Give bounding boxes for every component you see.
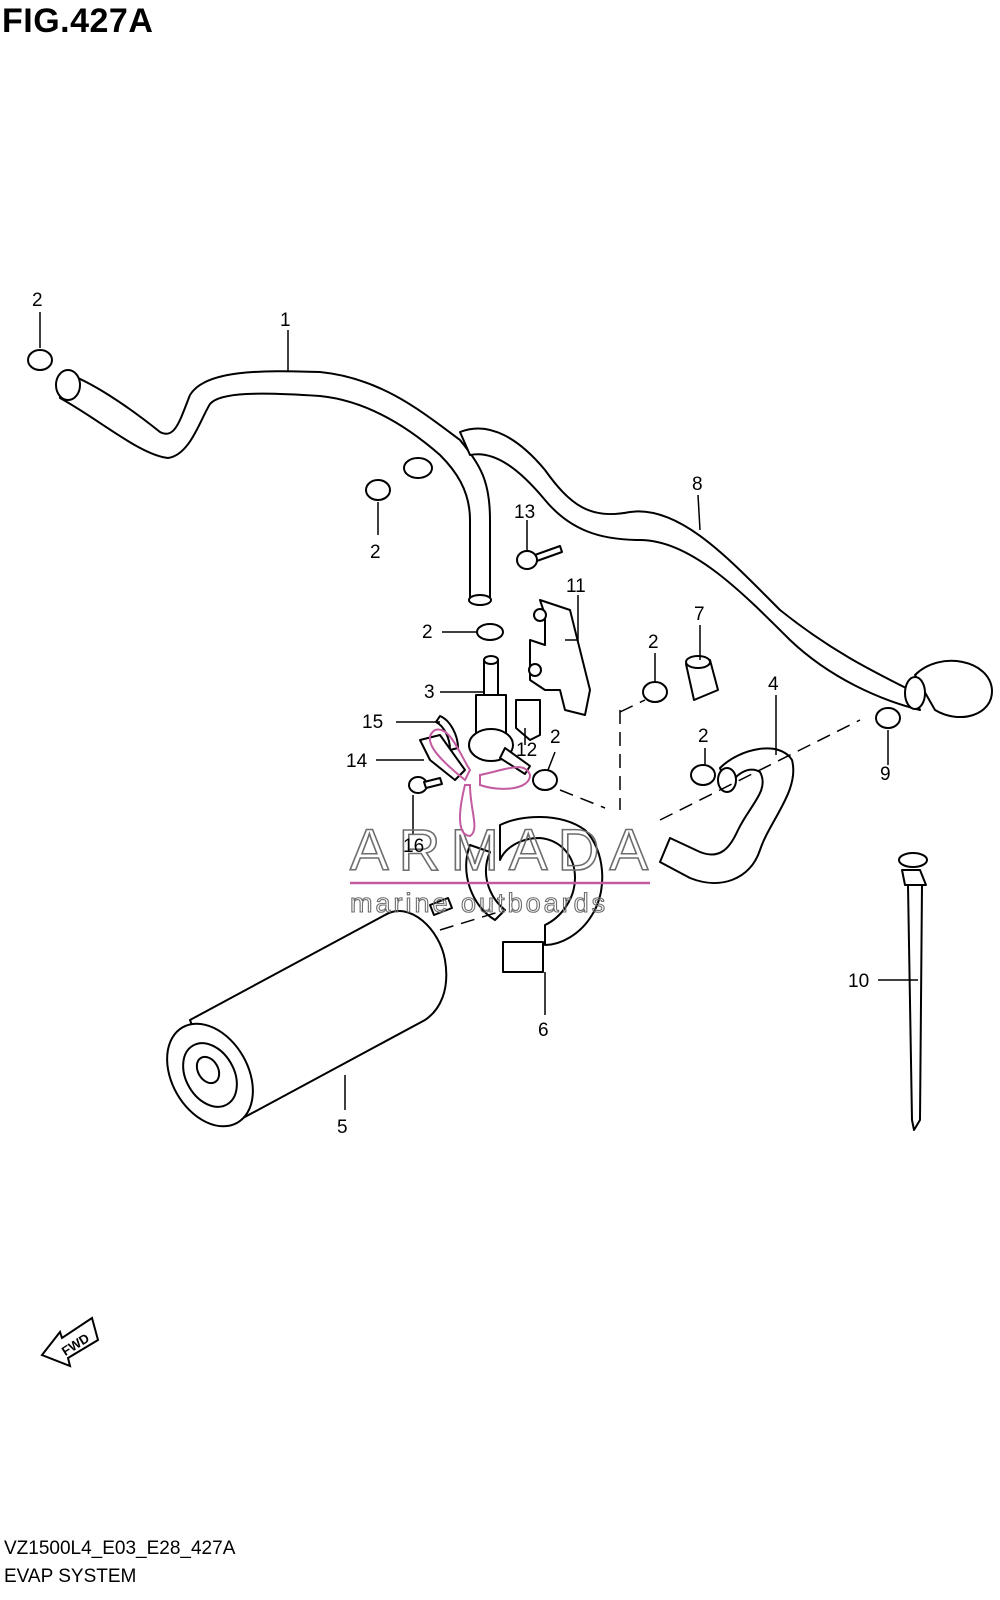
- callout-2: 2: [32, 290, 43, 311]
- callout-12: 12: [516, 740, 537, 761]
- callout-2: 2: [550, 727, 561, 748]
- system-name: EVAP SYSTEM: [4, 1566, 137, 1587]
- fwd-arrow-icon: FWD: [40, 1316, 100, 1368]
- part-8-hose: [459, 427, 994, 719]
- callout-16: 16: [403, 836, 424, 857]
- part-3-valve: [468, 655, 531, 775]
- callout-14: 14: [346, 751, 368, 772]
- callout-3: 3: [424, 682, 435, 703]
- part-16-screw: [408, 776, 443, 794]
- part-2-clamp: [27, 349, 901, 791]
- callout-8: 8: [692, 474, 703, 495]
- part-7-hose: [685, 655, 719, 701]
- callout-6: 6: [538, 1020, 549, 1041]
- watermark-tagline: marine outboards: [350, 888, 608, 918]
- part-10-tie: [898, 852, 928, 1131]
- callout-10: 10: [848, 971, 869, 992]
- hose-ring: [403, 457, 433, 479]
- diagram-code: VZ1500L4_E03_E28_427A: [4, 1538, 236, 1559]
- part-5-canister: [166, 897, 453, 1128]
- part-13-bolt: [516, 545, 563, 570]
- callout-9: 9: [880, 764, 891, 785]
- callout-11: 11: [566, 576, 586, 597]
- part-12-clip: [515, 699, 541, 741]
- propeller-logo-icon: [428, 728, 532, 838]
- callout-5: 5: [337, 1117, 348, 1138]
- callout-2: 2: [422, 622, 433, 643]
- callout-1: 1: [280, 310, 291, 331]
- callout-2: 2: [648, 632, 659, 653]
- part-4-hose: [659, 747, 795, 884]
- callout-15: 15: [362, 712, 383, 733]
- callout-13: 13: [514, 502, 535, 523]
- callout-7: 7: [694, 604, 705, 625]
- callout-4: 4: [768, 674, 779, 695]
- callout-2: 2: [370, 542, 381, 563]
- callout-2: 2: [698, 726, 709, 747]
- part-1-hose: [55, 369, 492, 606]
- figure-title: FIG.427A: [2, 2, 154, 40]
- watermark-brand: ARMADA: [350, 818, 658, 883]
- part-11-bracket: [528, 599, 591, 716]
